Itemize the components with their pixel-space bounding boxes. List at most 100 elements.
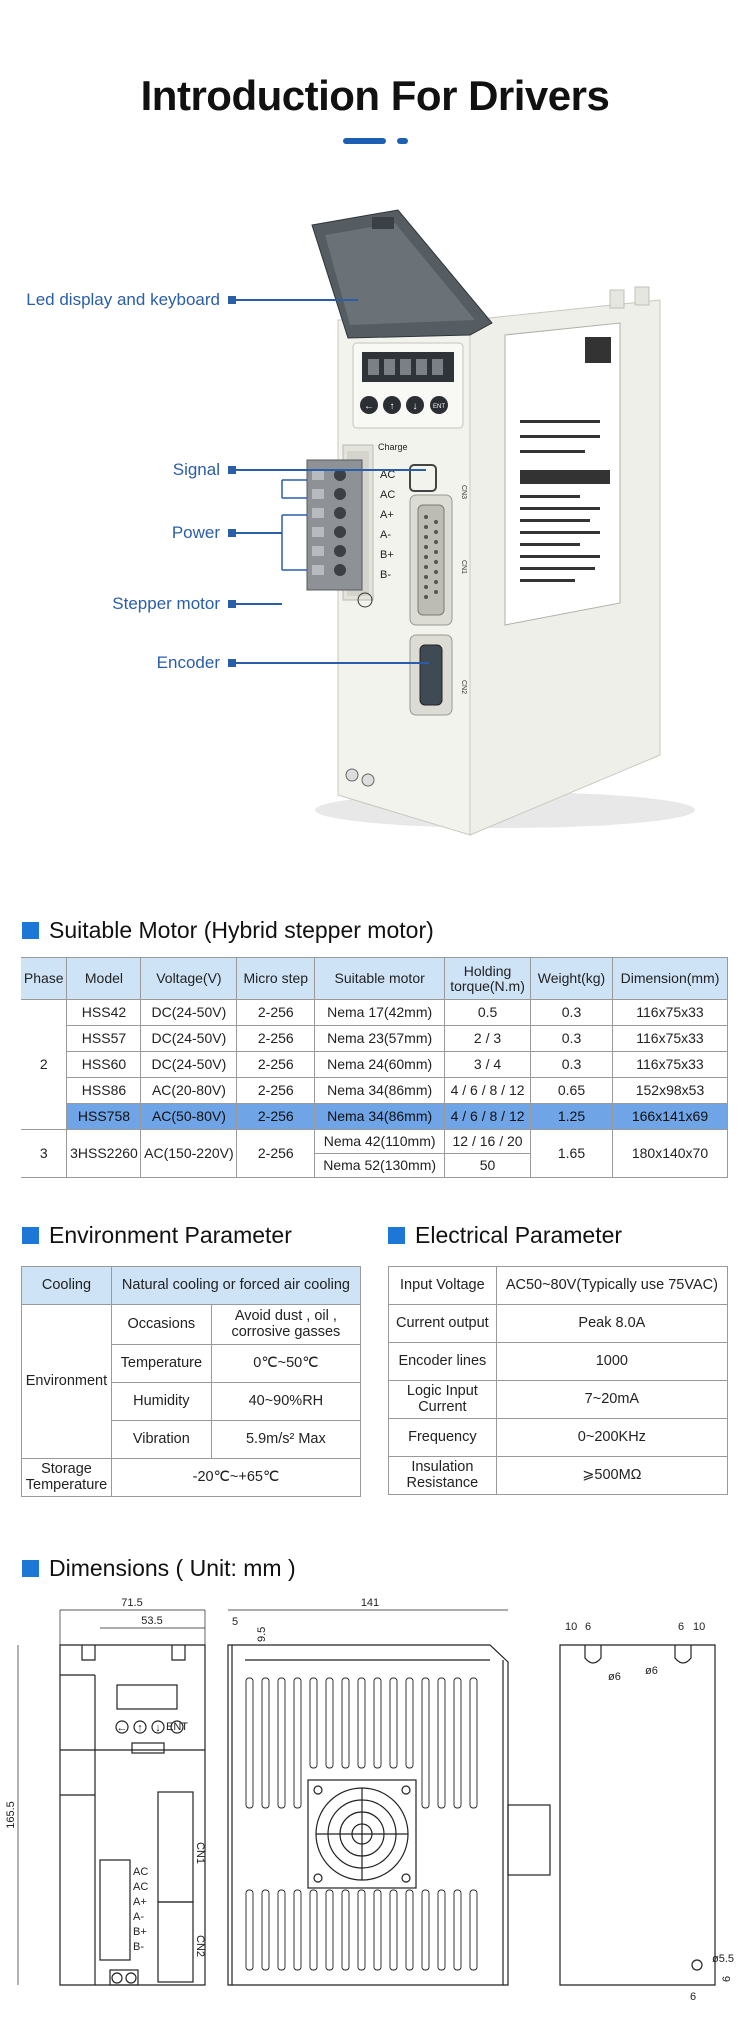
svg-text:10: 10 — [693, 1621, 705, 1633]
cell: Nema 52(130mm) — [314, 1153, 446, 1178]
cell: 152x98x53 — [612, 1077, 729, 1104]
cell: Nema 34(86mm) — [314, 1077, 446, 1104]
cell: HSS758 — [66, 1103, 142, 1130]
callout-dot — [228, 296, 236, 304]
svg-text:↑: ↑ — [390, 401, 395, 412]
cell: 2-256 — [236, 1077, 316, 1104]
front-view: 71.5 53.5 165.5 ← ↑ ↓ ENT CN1 CN2 AC — [5, 1597, 206, 1986]
svg-text:141: 141 — [361, 1597, 379, 1609]
cell: 2-256 — [236, 1025, 316, 1052]
suitable-motor-table: Phase Model Voltage(V) Micro step Suitab… — [21, 957, 729, 1178]
svg-text:AC: AC — [133, 1866, 148, 1878]
heading-square — [22, 922, 39, 939]
cell: Nema 42(110mm) — [314, 1129, 446, 1154]
col-header: Phase — [21, 957, 68, 1000]
callout-dot — [228, 529, 236, 537]
driver-image: ← ↑ ↓ ENT CN3 CN1 CN2 Charge AC AC A+ A-… — [281, 209, 695, 836]
heading-square — [388, 1227, 405, 1244]
svg-text:AC: AC — [380, 489, 395, 501]
svg-text:6: 6 — [585, 1621, 591, 1633]
page-title: Introduction For Drivers — [140, 72, 610, 119]
technical-drawing: 71.5 53.5 165.5 ← ↑ ↓ ENT CN1 CN2 AC — [5, 1597, 734, 2003]
svg-text:ø6: ø6 — [608, 1671, 621, 1683]
col-header: Model — [66, 957, 142, 1000]
cell: 3 / 4 — [444, 1051, 532, 1078]
cell: Cooling — [21, 1266, 112, 1305]
cell: 12 / 16 / 20 — [444, 1129, 532, 1154]
callout-line — [236, 469, 426, 471]
cell: Storage Temperature — [21, 1458, 112, 1497]
cell: Occasions — [110, 1304, 212, 1345]
cell: Frequency — [388, 1418, 497, 1457]
suitable-motor-heading-text: Suitable Motor (Hybrid stepper motor) — [49, 917, 434, 943]
cell: Vibration — [110, 1420, 212, 1459]
table-row: Temperature 0℃~50℃ — [22, 1344, 362, 1383]
cell: 2-256 — [236, 1051, 316, 1078]
callout-dot — [228, 659, 236, 667]
cell: 2-256 — [236, 999, 316, 1026]
dimensions-heading-text: Dimensions ( Unit: mm ) — [49, 1555, 296, 1581]
callout-line — [236, 603, 282, 605]
electrical-heading: Electrical Parameter — [388, 1222, 622, 1249]
cell: 180x140x70 — [612, 1129, 729, 1178]
cell: AC50~80V(Typically use 75VAC) — [495, 1266, 729, 1305]
cell: 0~200KHz — [495, 1418, 729, 1457]
cell: Natural cooling or forced air cooling — [110, 1266, 362, 1305]
cell: 1.65 — [530, 1129, 613, 1178]
phase-cell: 2 — [21, 999, 68, 1130]
environment-heading-text: Environment Parameter — [49, 1222, 292, 1248]
svg-text:←: ← — [364, 401, 374, 412]
svg-text:6: 6 — [690, 1991, 696, 2003]
side-view: 141 5 9.5 — [227, 1597, 551, 1986]
col-header: Dimension(mm) — [612, 957, 729, 1000]
cell: ⩾500MΩ — [495, 1456, 729, 1495]
svg-text:AC: AC — [133, 1881, 148, 1893]
dimension-drawings: 71.5 53.5 165.5 ← ↑ ↓ ENT CN1 CN2 AC — [0, 1590, 750, 2018]
callout-encoder: Encoder — [156, 653, 220, 672]
callout-line — [236, 532, 282, 534]
callout-led-display: Led display and keyboard — [26, 290, 220, 309]
cell: 0℃~50℃ — [210, 1344, 362, 1383]
table-row: Encoder lines 1000 — [388, 1342, 729, 1381]
cell: Logic Input Current — [388, 1380, 497, 1419]
svg-text:6: 6 — [678, 1621, 684, 1633]
cell: Peak 8.0A — [495, 1304, 729, 1343]
cell: Humidity — [110, 1382, 212, 1421]
cell: Nema 17(42mm) — [314, 999, 446, 1026]
cell: 116x75x33 — [612, 999, 729, 1026]
cell: 2-256 — [236, 1129, 316, 1178]
callout-line — [236, 299, 358, 301]
cell: Nema 24(60mm) — [314, 1051, 446, 1078]
svg-text:←: ← — [117, 1722, 128, 1734]
table-row: Storage Temperature -20℃~+65℃ — [21, 1458, 362, 1497]
table-row: Environment Occasions Avoid dust , oil ,… — [21, 1304, 362, 1459]
cell: 116x75x33 — [612, 1051, 729, 1078]
svg-text:ENT: ENT — [433, 404, 445, 410]
svg-text:↓: ↓ — [413, 401, 418, 412]
cell: Avoid dust , oil , corrosive gasses — [210, 1304, 362, 1345]
cell: HSS42 — [66, 999, 142, 1026]
cell: 3HSS2260 — [66, 1129, 142, 1178]
table-row: 2 HSS42 DC(24-50V) 2-256 Nema 17(42mm) 0… — [21, 999, 729, 1130]
phase-cell: 3 — [21, 1129, 68, 1178]
cell: 2 / 3 — [444, 1025, 532, 1052]
table-row: Cooling Natural cooling or forced air co… — [21, 1266, 362, 1305]
cell: 50 — [444, 1153, 532, 1178]
cell: 1.25 — [530, 1103, 613, 1130]
callout-power: Power — [171, 523, 220, 542]
table-row: Current output Peak 8.0A — [388, 1304, 729, 1343]
svg-text:A-: A- — [133, 1911, 144, 1923]
svg-text:ø5.5: ø5.5 — [712, 1953, 734, 1965]
svg-text:ENT: ENT — [166, 1721, 188, 1733]
cell: Nema 34(86mm) — [314, 1103, 446, 1130]
cell: DC(24-50V) — [140, 1051, 238, 1078]
suitable-motor-heading: Suitable Motor (Hybrid stepper motor) — [22, 917, 434, 944]
table-row: Vibration 5.9m/s² Max — [22, 1420, 362, 1459]
cell: Temperature — [110, 1344, 212, 1383]
cell: 5.9m/s² Max — [210, 1420, 362, 1459]
cell: Current output — [388, 1304, 497, 1343]
cell: Input Voltage — [388, 1266, 497, 1305]
cell: 7~20mA — [495, 1380, 729, 1419]
callout-dot — [228, 600, 236, 608]
cell: 0.3 — [530, 999, 613, 1026]
